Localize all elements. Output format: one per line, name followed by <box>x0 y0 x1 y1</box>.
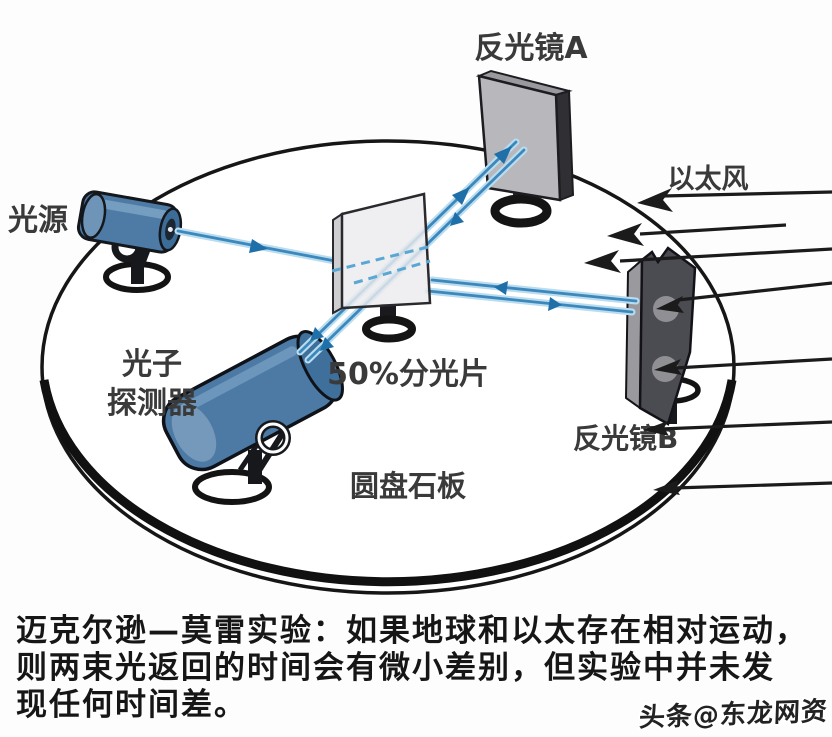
photon-detector <box>161 330 344 505</box>
mirror-b-face <box>638 246 697 426</box>
beam-splitter-side-edge <box>332 212 343 315</box>
caption: 迈克尔逊—莫雷实验：如果地球和以太存在相对运动， 则两束光返回的时间会有微小差别… <box>0 600 832 724</box>
beam-splitter <box>331 192 432 343</box>
watermark: 头条@东龙网资 <box>638 696 829 734</box>
beam-splitter-base <box>362 315 416 343</box>
label-light-source: 光源 <box>8 203 68 238</box>
michelson-morley-diagram: 反光镜A 以太风 光源 50%分光片 光子 探测器 反光镜B 圆盘石板 <box>8 31 832 595</box>
mirror-a-base <box>490 194 552 228</box>
caption-line-1: 迈克尔逊—莫雷实验：如果地球和以太存在相对运动， <box>16 613 808 649</box>
caption-line-3: 现任何时间差。 <box>16 687 247 723</box>
ether-wind-arrows <box>584 188 832 495</box>
beam-splitter-plate <box>340 192 432 310</box>
label-ether-wind: 以太风 <box>668 164 749 195</box>
detector-stem <box>248 450 262 484</box>
label-mirror-a: 反光镜A <box>474 31 588 66</box>
label-photon-detector-line1: 光子 <box>122 347 182 382</box>
beam-dashed-inside-splitter <box>331 245 431 285</box>
beam-splitter-to-mirror-b <box>430 278 638 303</box>
mirror-a-face <box>477 74 562 202</box>
label-photon-detector-line2: 探测器 <box>107 386 198 421</box>
mirror-b <box>624 246 701 426</box>
diagram-labels: 反光镜A 以太风 光源 50%分光片 光子 探测器 反光镜B 圆盘石板 <box>8 31 749 503</box>
caption-line-2: 则两束光返回的时间会有微小差别，但实验中并未发 <box>16 650 775 686</box>
label-disc-slab: 圆盘石板 <box>350 469 467 503</box>
beam-arrowheads <box>249 146 562 351</box>
label-beam-splitter: 50%分光片 <box>327 357 489 392</box>
mirror-a <box>475 69 575 228</box>
detector-barrel <box>161 330 344 472</box>
